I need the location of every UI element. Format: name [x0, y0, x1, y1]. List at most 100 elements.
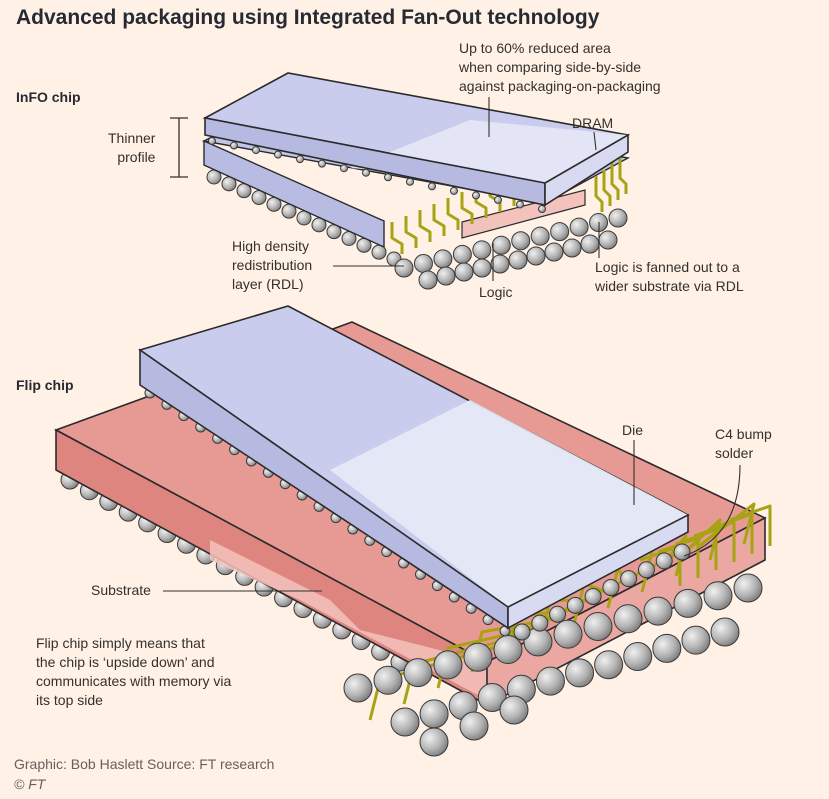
solder-ball [477, 682, 507, 712]
solder-ball [436, 266, 456, 286]
solder-ball [454, 262, 474, 282]
dram-side [544, 133, 629, 207]
solder-ball [499, 695, 529, 725]
rdl-wire [390, 222, 404, 254]
solder-ball [433, 650, 463, 680]
rdl-wire [404, 216, 418, 248]
solder-ball [419, 727, 449, 757]
rdl-wire [446, 198, 460, 230]
c4-bump [549, 605, 567, 623]
rdl-wire [610, 164, 620, 200]
solder-ball [343, 673, 373, 703]
solder-ball [652, 633, 682, 663]
substrate-wire [675, 528, 718, 570]
rdl-label: High density redistribution layer (RDL) [232, 238, 313, 292]
info-chip-illustration [201, 72, 631, 290]
bump [230, 141, 238, 150]
bump [340, 164, 348, 173]
solder-ball [491, 235, 511, 255]
substrate-wire [693, 520, 736, 562]
info-solder-balls-right [394, 208, 628, 290]
solder-ball [459, 711, 489, 741]
solder-ball [623, 642, 653, 672]
bump [450, 186, 458, 195]
flip-chip-note: Flip chip simply means that the chip is … [36, 635, 232, 708]
rdl-wire [594, 176, 604, 212]
dram-bumps [208, 137, 546, 213]
solder-ball [580, 234, 600, 254]
solder-ball [565, 658, 595, 688]
info-lower-tier-front [203, 139, 385, 249]
bump [494, 195, 502, 204]
bump [472, 191, 480, 200]
solder-ball [553, 619, 583, 649]
c4-bump [566, 596, 584, 614]
solder-ball [710, 617, 740, 647]
solder-ball [608, 208, 628, 228]
solder-ball [643, 596, 673, 626]
bump [274, 150, 282, 159]
bump [296, 155, 304, 164]
solder-ball [535, 666, 565, 696]
die-label: Die [622, 422, 644, 438]
c4-bump [620, 570, 638, 588]
solder-ball [390, 707, 420, 737]
c4-bump [531, 614, 549, 632]
flip-chip-illustration [54, 305, 772, 757]
info-leader-lines [333, 97, 600, 281]
solder-ball [598, 230, 618, 250]
info-chip-heading: InFO chip [16, 89, 81, 105]
solder-ball [530, 226, 550, 246]
bump [538, 205, 546, 213]
solder-ball [394, 258, 414, 278]
c4-bump [584, 587, 602, 605]
solder-ball [511, 231, 531, 251]
solder-ball [526, 246, 546, 266]
solder-ball [373, 665, 403, 695]
solder-ball [550, 222, 570, 242]
fanned-out-label: Logic is fanned out to a wider substrate… [595, 259, 744, 294]
solder-ball [413, 253, 433, 273]
c4-bump [602, 579, 620, 597]
solder-ball [493, 635, 523, 665]
bump [252, 146, 260, 155]
solder-ball [681, 625, 711, 655]
solder-ball [544, 242, 564, 262]
c4-bump [673, 543, 691, 561]
solder-ball [733, 573, 763, 603]
solder-ball [673, 588, 703, 618]
solder-ball [703, 581, 733, 611]
bump [318, 159, 326, 168]
thinner-profile-bracket [170, 117, 188, 178]
rdl-wire [418, 210, 432, 242]
bump [362, 168, 370, 177]
solder-ball [569, 217, 589, 237]
bump [208, 137, 216, 145]
bump [516, 200, 524, 209]
solder-ball [583, 611, 613, 641]
solder-ball [463, 642, 493, 672]
substrate-wire [657, 536, 700, 578]
c4-bump [637, 561, 655, 579]
dram-label: DRAM [572, 115, 614, 131]
solder-ball [433, 249, 453, 269]
solder-ball [452, 244, 472, 264]
rdl-wire [602, 170, 612, 206]
source-credit: Graphic: Bob Haslett Source: FT research [14, 756, 275, 772]
logic-label: Logic [479, 284, 513, 300]
rdl-wire [618, 158, 628, 194]
c4-bump-label: C4 bump solder [715, 426, 772, 461]
substrate-wire [729, 504, 772, 546]
substrate-label: Substrate [91, 582, 151, 598]
solder-ball [594, 650, 624, 680]
solder-ball [419, 699, 449, 729]
copyright: © FT [14, 776, 46, 792]
reduced-area-label: Up to 60% reduced area when comparing si… [459, 40, 661, 94]
solder-ball [490, 254, 510, 274]
solder-ball [403, 658, 433, 688]
solder-ball [562, 238, 582, 258]
solder-ball [508, 250, 528, 270]
flip-leader-lines [163, 440, 741, 592]
flip-chip-heading: Flip chip [16, 377, 74, 393]
